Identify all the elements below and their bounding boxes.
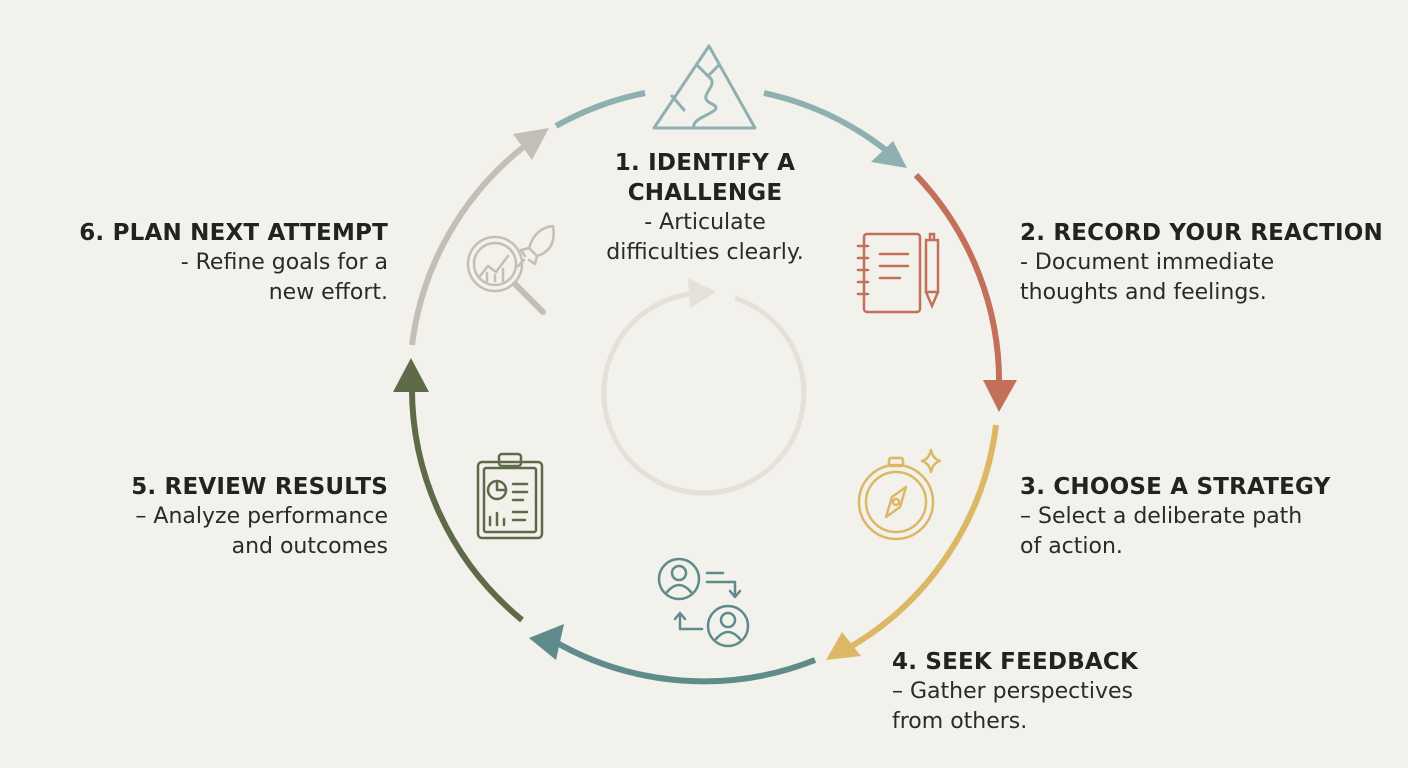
step-5-desc-line2: and outcomes xyxy=(231,534,388,559)
step-1-label: 1. IDENTIFY A CHALLENGE - Articulate dif… xyxy=(570,148,840,268)
clipboard-chart-icon xyxy=(476,452,544,540)
step-2-label: 2. RECORD YOUR REACTION - Document immed… xyxy=(1020,218,1383,308)
arrowhead-6 xyxy=(513,128,549,160)
step-6-desc-line1: - Refine goals for a xyxy=(180,250,388,275)
step-1-desc-line2: difficulties clearly. xyxy=(606,240,804,265)
notebook-pen-icon xyxy=(856,232,940,314)
step-6-desc-line2: new effort. xyxy=(268,280,388,305)
mountain-path-icon xyxy=(652,44,757,130)
step-4-title: 4. SEEK FEEDBACK xyxy=(892,649,1139,675)
arrowhead-3 xyxy=(826,632,861,660)
arrowhead-5 xyxy=(393,358,429,392)
step-3-title: 3. CHOOSE A STRATEGY xyxy=(1020,474,1331,500)
arc-1-left-segment xyxy=(554,90,646,129)
arrowheads xyxy=(393,128,1017,660)
magnifier-rocket-icon xyxy=(466,224,555,315)
step-3-label: 3. CHOOSE A STRATEGY – Select a delibera… xyxy=(1020,472,1330,562)
people-exchange-icon xyxy=(657,557,750,648)
arrow-4-to-5 xyxy=(550,637,817,685)
arrow-1-to-2 xyxy=(763,90,894,158)
step-6-label: 6. PLAN NEXT ATTEMPT - Refine goals for … xyxy=(70,218,388,308)
arrowhead-4 xyxy=(529,624,564,660)
step-4-desc-line2: from others. xyxy=(892,709,1028,734)
step-1-desc-line1: - Articulate xyxy=(644,210,766,235)
arrow-6-to-1 xyxy=(409,139,532,346)
step-3-desc-line2: of action. xyxy=(1020,534,1123,559)
arrowhead-2 xyxy=(983,380,1017,412)
step-1-title-line2: CHALLENGE xyxy=(627,180,783,206)
step-6-title: 6. PLAN NEXT ATTEMPT xyxy=(79,220,388,246)
compass-icon xyxy=(857,448,942,541)
step-4-desc-line1: – Gather perspectives xyxy=(892,679,1134,704)
step-5-label: 5. REVIEW RESULTS – Analyze performance … xyxy=(70,472,388,562)
arrow-5-to-6 xyxy=(408,381,524,623)
step-5-desc-line1: – Analyze performance xyxy=(135,504,388,529)
step-2-title: 2. RECORD YOUR REACTION xyxy=(1020,220,1383,246)
arrow-2-to-3 xyxy=(913,172,1003,391)
arrow-3-to-4 xyxy=(843,424,999,653)
center-cycle-icon xyxy=(601,278,807,496)
step-2-desc-line2: thoughts and feelings. xyxy=(1020,280,1267,305)
step-1-title-line1: 1. IDENTIFY A xyxy=(614,150,796,176)
step-2-desc-line1: - Document immediate xyxy=(1020,250,1275,275)
step-4-label: 4. SEEK FEEDBACK – Gather perspectives f… xyxy=(892,647,1138,737)
cycle-arrows xyxy=(408,90,1003,685)
step-5-title: 5. REVIEW RESULTS xyxy=(131,474,388,500)
step-3-desc-line1: – Select a deliberate path xyxy=(1020,504,1303,529)
arrowhead-1 xyxy=(871,141,907,168)
